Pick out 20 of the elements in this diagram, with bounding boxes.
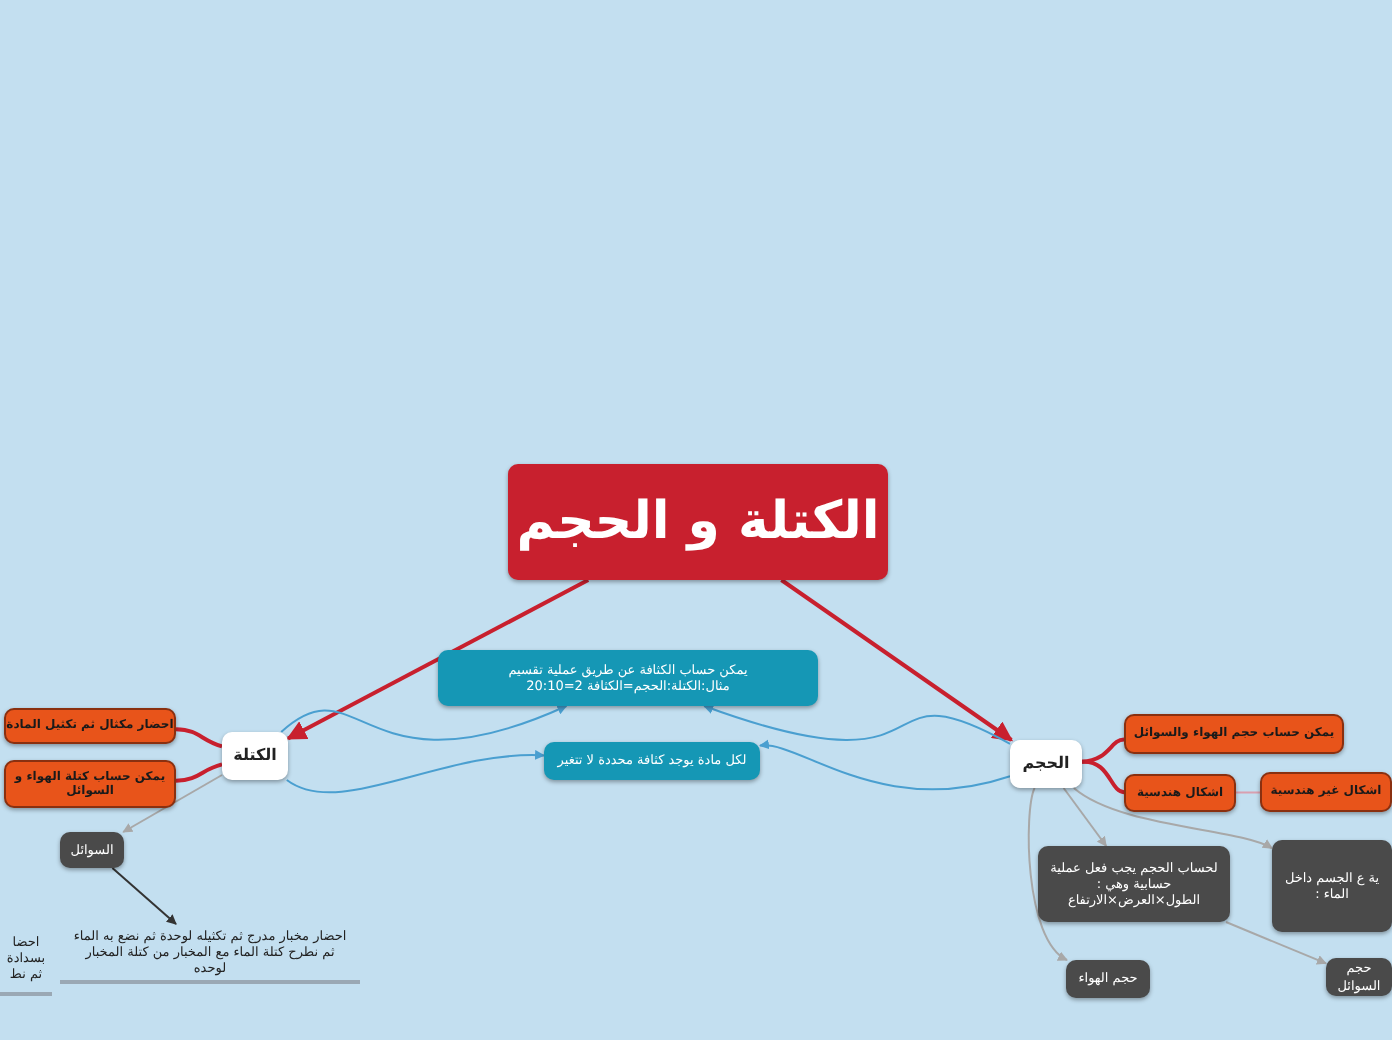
topic-box: الكتلة xyxy=(222,732,288,780)
topic-box: الحجم xyxy=(1010,740,1082,788)
topic-box: الكتلة و الحجم xyxy=(508,464,888,580)
arrow xyxy=(1027,787,1068,961)
connector-line xyxy=(1081,759,1125,795)
arrow xyxy=(759,740,1011,791)
arrow xyxy=(780,578,1014,742)
arrow xyxy=(280,704,568,741)
connector-line xyxy=(175,727,223,749)
connector-line xyxy=(1081,737,1125,764)
arrow xyxy=(286,578,590,741)
arrow xyxy=(703,704,1011,745)
arrow xyxy=(111,867,177,925)
arrow xyxy=(1072,787,1273,850)
connector-line xyxy=(175,762,223,783)
connector-line xyxy=(1235,791,1261,794)
arrow xyxy=(1225,921,1327,965)
arrow xyxy=(1062,787,1108,847)
arrow xyxy=(122,774,223,833)
arrow xyxy=(285,750,545,794)
